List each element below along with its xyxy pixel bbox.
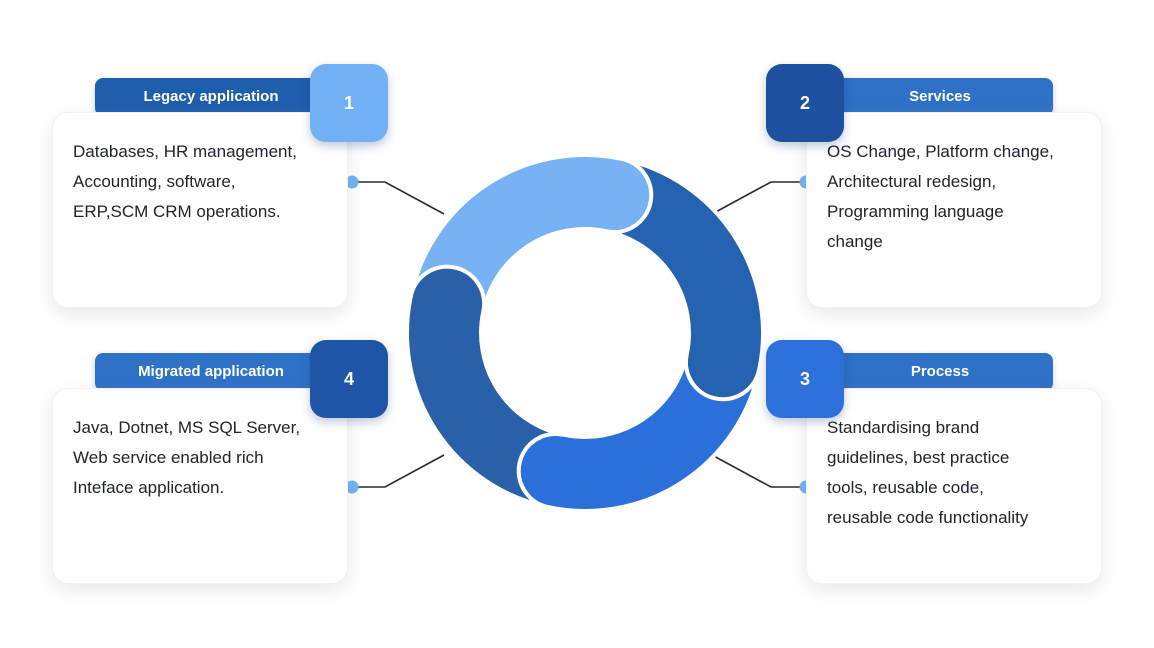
connector-legacy-line (352, 181, 445, 215)
connector-migrated-line (352, 454, 445, 488)
wheel-segment-migrated-application (405, 264, 566, 510)
connector-process-dot (799, 480, 813, 494)
connector-services-dot (799, 175, 813, 189)
connector-services-line (711, 181, 806, 215)
connector-migrated-dot (345, 480, 359, 494)
connector-process-line (711, 454, 806, 488)
connector-legacy-dot (345, 175, 359, 189)
